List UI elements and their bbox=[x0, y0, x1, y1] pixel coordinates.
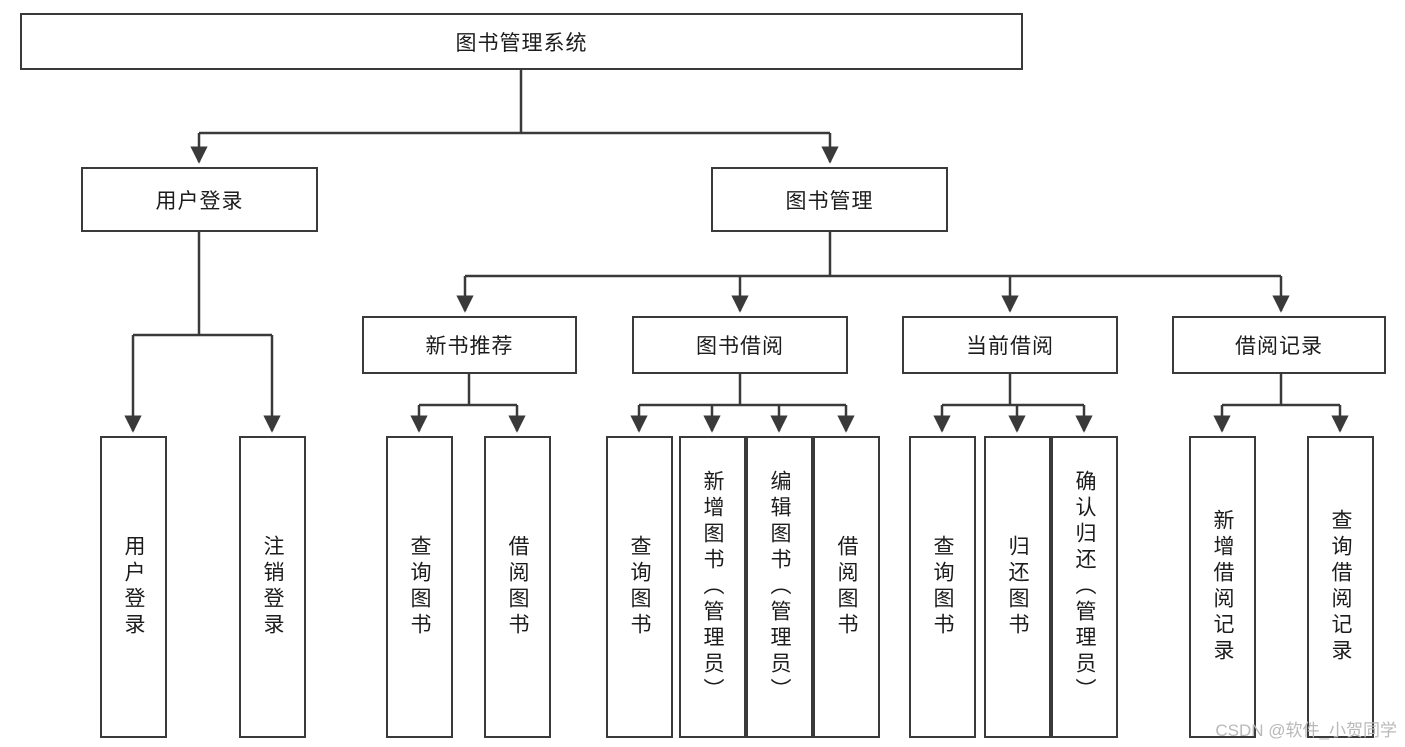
node-leaf-add-record-label: 新增借阅记录 bbox=[1211, 509, 1234, 665]
node-leaf-edit-book[interactable]: 编辑图书（管理员） bbox=[746, 436, 813, 738]
node-leaf-query-book-2[interactable]: 查询图书 bbox=[606, 436, 673, 738]
node-leaf-query-book-3-label: 查询图书 bbox=[931, 535, 954, 639]
node-leaf-borrow-book-1-label: 借阅图书 bbox=[506, 535, 529, 639]
node-leaf-query-book-3[interactable]: 查询图书 bbox=[909, 436, 976, 738]
node-leaf-add-record[interactable]: 新增借阅记录 bbox=[1189, 436, 1256, 738]
node-leaf-query-record-label: 查询借阅记录 bbox=[1329, 509, 1352, 665]
node-leaf-borrow-book-2[interactable]: 借阅图书 bbox=[813, 436, 880, 738]
node-book-manage-label: 图书管理 bbox=[785, 189, 874, 213]
node-leaf-user-logout-label: 注销登录 bbox=[261, 535, 284, 639]
node-new-book-recommend-label: 新书推荐 bbox=[425, 335, 514, 358]
node-leaf-add-book[interactable]: 新增图书（管理员） bbox=[679, 436, 746, 738]
node-book-borrow-label: 图书借阅 bbox=[696, 335, 784, 358]
node-leaf-query-record[interactable]: 查询借阅记录 bbox=[1307, 436, 1374, 738]
node-leaf-edit-book-label: 编辑图书（管理员） bbox=[768, 470, 791, 704]
watermark: CSDN @软件_小贺同学 bbox=[1215, 721, 1397, 740]
node-user-login-label: 用户登录 bbox=[155, 189, 244, 213]
node-leaf-return-book-label: 归还图书 bbox=[1006, 535, 1029, 639]
node-leaf-query-book-1[interactable]: 查询图书 bbox=[386, 436, 453, 738]
node-leaf-query-book-1-label: 查询图书 bbox=[408, 535, 431, 639]
node-book-borrow[interactable]: 图书借阅 bbox=[632, 316, 848, 374]
node-leaf-confirm-return-label: 确认归还（管理员） bbox=[1073, 470, 1096, 704]
node-book-manage[interactable]: 图书管理 bbox=[711, 167, 948, 232]
node-leaf-user-logout[interactable]: 注销登录 bbox=[239, 436, 306, 738]
node-current-borrow-label: 当前借阅 bbox=[966, 335, 1054, 358]
node-new-book-recommend[interactable]: 新书推荐 bbox=[362, 316, 577, 374]
node-borrow-record-label: 借阅记录 bbox=[1235, 335, 1323, 358]
node-leaf-confirm-return[interactable]: 确认归还（管理员） bbox=[1051, 436, 1118, 738]
node-root[interactable]: 图书管理系统 bbox=[20, 13, 1023, 70]
node-leaf-user-login[interactable]: 用户登录 bbox=[100, 436, 167, 738]
node-leaf-add-book-label: 新增图书（管理员） bbox=[701, 470, 724, 704]
node-leaf-query-book-2-label: 查询图书 bbox=[628, 535, 651, 639]
node-leaf-user-login-label: 用户登录 bbox=[122, 535, 145, 639]
node-borrow-record[interactable]: 借阅记录 bbox=[1172, 316, 1386, 374]
node-root-label: 图书管理系统 bbox=[455, 31, 588, 55]
node-user-login[interactable]: 用户登录 bbox=[81, 167, 318, 232]
node-leaf-borrow-book-2-label: 借阅图书 bbox=[835, 535, 858, 639]
node-current-borrow[interactable]: 当前借阅 bbox=[902, 316, 1118, 374]
node-leaf-borrow-book-1[interactable]: 借阅图书 bbox=[484, 436, 551, 738]
node-leaf-return-book[interactable]: 归还图书 bbox=[984, 436, 1051, 738]
